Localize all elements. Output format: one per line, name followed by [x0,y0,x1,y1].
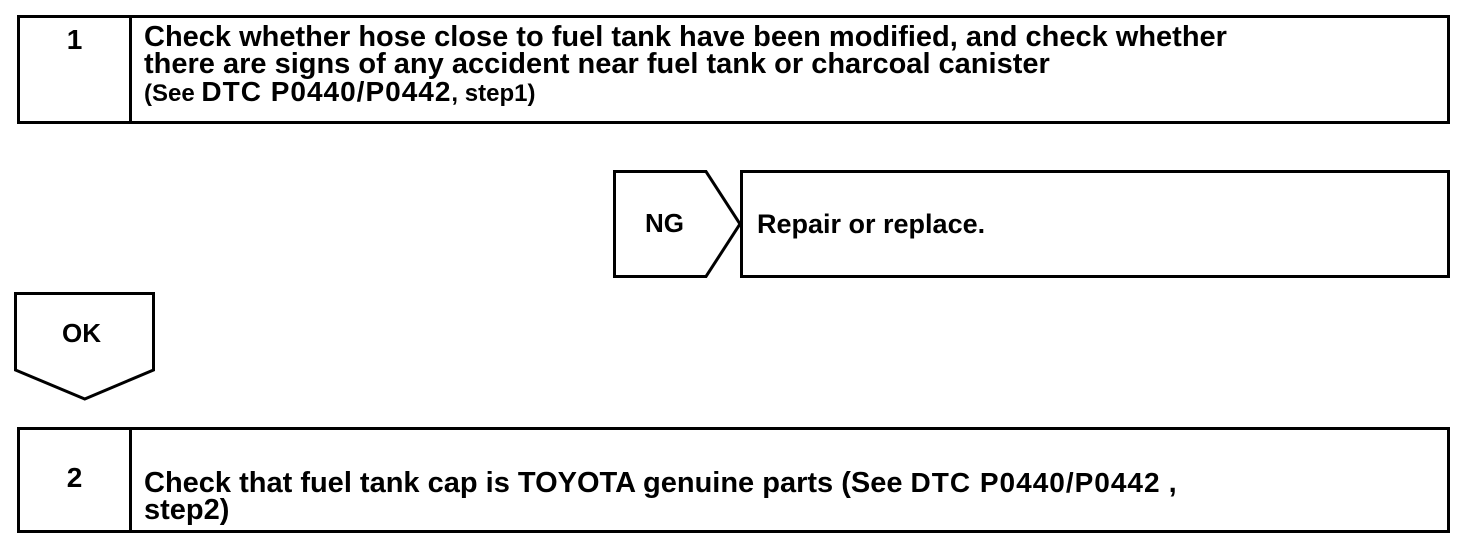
ng-label: NG [645,208,684,238]
repair-result-text: Repair or replace. [757,208,986,239]
step-2-ref-suffix: , [1160,467,1177,499]
step-1-ref-prefix: (See [144,80,202,107]
step-1-line-2: there are signs of any accident near fue… [144,48,1050,80]
step-2-line-1: Check that fuel tank cap is TOYOTA genui… [144,467,1447,499]
step-1-number: 1 [20,18,132,121]
step-2-text-main: Check that fuel tank cap is TOYOTA genui… [144,467,911,499]
step-2-number: 2 [20,430,132,530]
step-1-box: 1 Check whether hose close to fuel tank … [17,15,1450,124]
step-1-reference: (See DTC P0440/P0442, step1) [144,76,1447,108]
step-2-ref-code: DTC P0440/P0442 [910,467,1161,498]
ng-arrow-shape [613,170,742,278]
step-2-text: Check that fuel tank cap is TOYOTA genui… [132,430,1447,530]
ok-label: OK [62,318,101,348]
repair-result-box: Repair or replace. [740,170,1450,278]
step-1-text: Check whether hose close to fuel tank ha… [132,18,1447,121]
step-1-ref-code: DTC P0440/P0442 [201,76,452,107]
step-2-line-2: step2) [144,494,230,526]
step-1-ref-suffix: , step1) [451,80,536,107]
ok-arrow-shape [14,292,155,401]
step-2-box: 2 Check that fuel tank cap is TOYOTA gen… [17,427,1450,533]
step-1-line-1: Check whether hose close to fuel tank ha… [144,21,1227,53]
